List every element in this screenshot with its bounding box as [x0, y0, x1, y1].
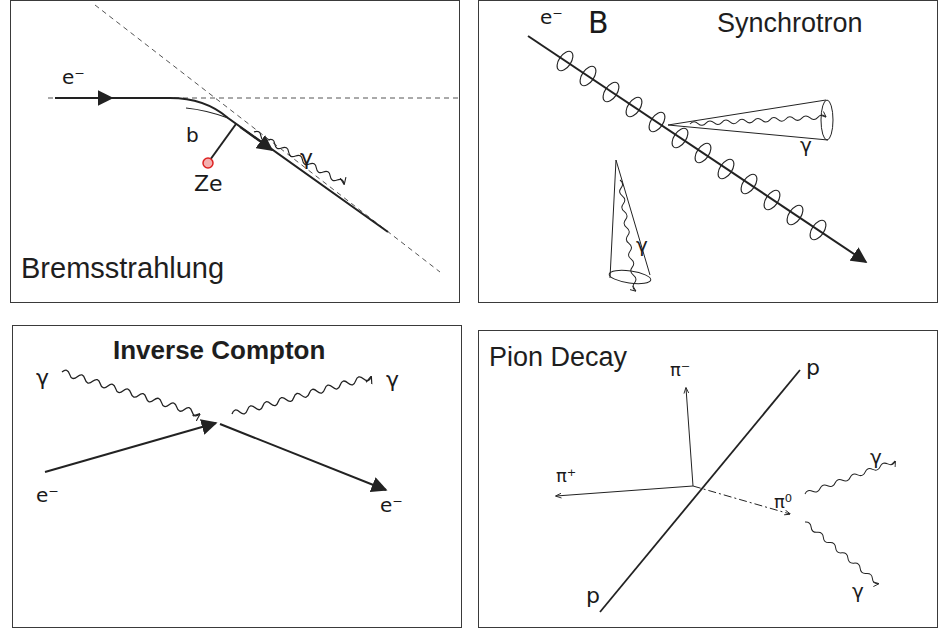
particle-label: γ: [300, 146, 313, 170]
process-panel: Bremsstrahlung: [10, 0, 460, 303]
particle-label: π⁻: [670, 360, 690, 380]
particle-label: γ: [36, 366, 49, 390]
process-panel: Pion Decay: [478, 330, 938, 628]
particle-label: π⁰: [774, 492, 792, 512]
particle-label: B: [588, 6, 609, 39]
panel-title: Bremsstrahlung: [21, 253, 224, 285]
particle-label: e⁻: [62, 66, 85, 88]
particle-label: p: [806, 356, 820, 380]
panel-title: Synchrotron: [717, 9, 863, 39]
particle-label: e⁻: [380, 494, 403, 516]
panel-title: Inverse Compton: [113, 336, 325, 365]
panel-title: Pion Decay: [489, 343, 627, 373]
particle-label: γ: [636, 234, 648, 256]
particle-label: b: [186, 124, 199, 146]
particle-label: π⁺: [556, 466, 576, 486]
particle-label: Ze: [194, 172, 223, 196]
synchrotron-illustration: [528, 36, 866, 291]
pion-decay-illustration: [556, 370, 896, 612]
bremsstrahlung-illustration: [48, 5, 458, 272]
particle-label: γ: [852, 580, 864, 602]
inverse-compton-illustration: [45, 369, 386, 490]
particle-label: γ: [870, 446, 882, 468]
process-panel: Synchrotron: [478, 0, 938, 303]
particle-label: e⁻: [36, 484, 59, 506]
particle-label: e⁻: [540, 6, 563, 28]
particle-label: γ: [386, 368, 399, 392]
particle-label: γ: [800, 134, 812, 156]
particle-label: p: [586, 584, 600, 608]
